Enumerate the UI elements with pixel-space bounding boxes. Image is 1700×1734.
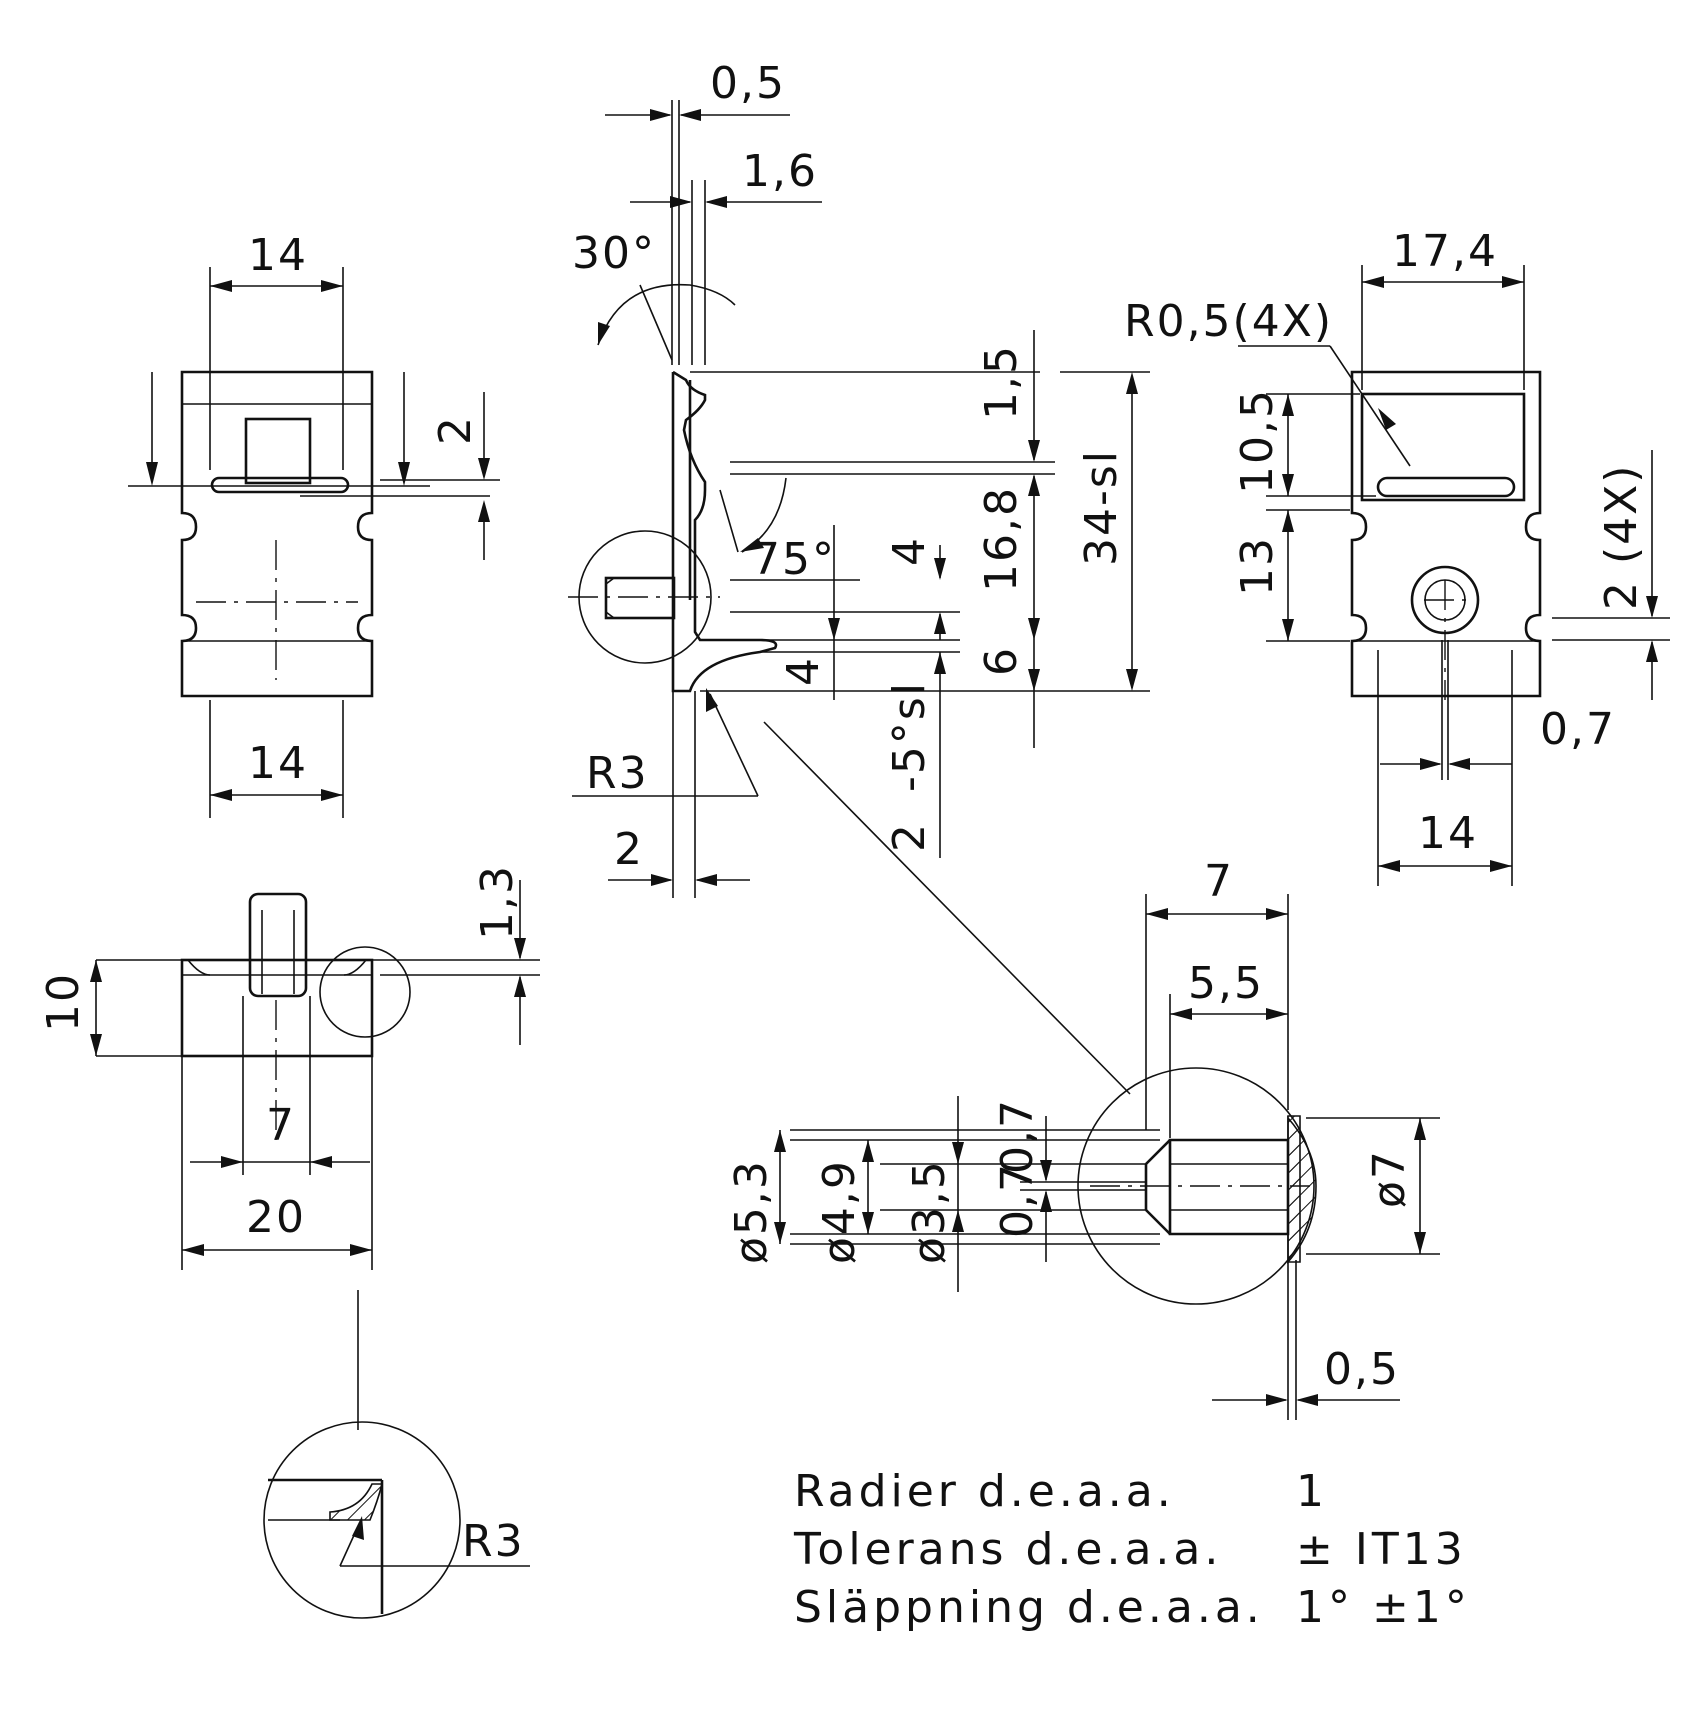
dim-angle-75: 75° [752, 534, 836, 585]
dim-width-bottom: 14 [248, 738, 308, 789]
detail-circle-small: R3 [263, 1421, 530, 1619]
front-view: 14 2 14 [128, 230, 500, 818]
dim-0-7-right: 0,7 [1540, 704, 1616, 755]
dim-pin-7: 7 [266, 1100, 296, 1151]
dim-r0-5-4x: R0,5(4X) [1124, 296, 1333, 347]
dim-16-8: 16,8 [976, 486, 1027, 592]
notes-block: Radier d.e.a.a. 1 Tolerans d.e.a.a. ± IT… [793, 1466, 1471, 1633]
dim-angle-30: 30° [572, 228, 656, 279]
right-view: 17,4 R0,5(4X) 10,5 13 2 (4X) 0 [1124, 226, 1670, 886]
dim-detail-5-5: 5,5 [1188, 958, 1264, 1009]
note-label-slappning: Släppning d.e.a.a. [794, 1582, 1264, 1633]
dim-dia-4-9: ø4,9 [814, 1159, 865, 1264]
dim-width-top: 14 [248, 230, 308, 281]
dim-length-20: 20 [246, 1192, 306, 1243]
dim-dia-3-5: ø3,5 [904, 1159, 955, 1264]
dim-0-5: 0,5 [710, 58, 786, 109]
dim-dia-7: ø7 [1364, 1149, 1415, 1208]
dim-detail-0-5: 0,5 [1324, 1344, 1400, 1395]
note-value-tolerans: ± IT13 [1296, 1524, 1467, 1575]
bottom-view: 10 1,3 7 20 [38, 864, 540, 1430]
side-view: 0,5 1,6 30° 1,5 16,8 6 34- [568, 58, 1150, 1095]
dim-2-vertical: 2 [884, 822, 935, 852]
note-value-slappning: 1° ±1° [1296, 1582, 1471, 1633]
dim-2-horizontal: 2 [614, 824, 644, 875]
dim-14-right: 14 [1418, 808, 1478, 859]
dim-1-6: 1,6 [742, 146, 818, 197]
note-label-radier: Radier d.e.a.a. [794, 1466, 1175, 1517]
dim-lip-1-3: 1,3 [472, 864, 523, 940]
dim-minus-5-sl: -5°sl [884, 681, 935, 792]
dim-1-5: 1,5 [976, 344, 1027, 420]
note-value-radier: 1 [1296, 1466, 1328, 1517]
dim-radius-r3: R3 [586, 748, 649, 799]
dim-detail-0-7-b: 0,7 [992, 1162, 1043, 1238]
dim-slot-height: 2 [430, 415, 481, 445]
dim-dia-5-3: ø5,3 [726, 1159, 777, 1264]
note-label-tolerans: Tolerans d.e.a.a. [793, 1524, 1222, 1575]
dim-detail-7: 7 [1204, 856, 1234, 907]
dim-detail-0-7-a: 0,7 [992, 1098, 1043, 1174]
dim-13: 13 [1232, 536, 1283, 596]
dim-2-4x: 2 (4X) [1596, 464, 1647, 610]
dim-10-5: 10,5 [1232, 388, 1283, 494]
detail-radius-r3: R3 [462, 1516, 525, 1567]
dim-6: 6 [976, 646, 1027, 676]
dim-4-lower: 4 [778, 656, 829, 686]
dim-height-10: 10 [38, 972, 89, 1032]
detail-circle-large: 7 5,5 ø5,3 ø4,9 ø3,5 0,7 [726, 856, 1440, 1420]
dim-17-4: 17,4 [1392, 226, 1498, 277]
dim-34-sl: 34-sl [1076, 449, 1127, 566]
dim-4-upper: 4 [884, 536, 935, 566]
